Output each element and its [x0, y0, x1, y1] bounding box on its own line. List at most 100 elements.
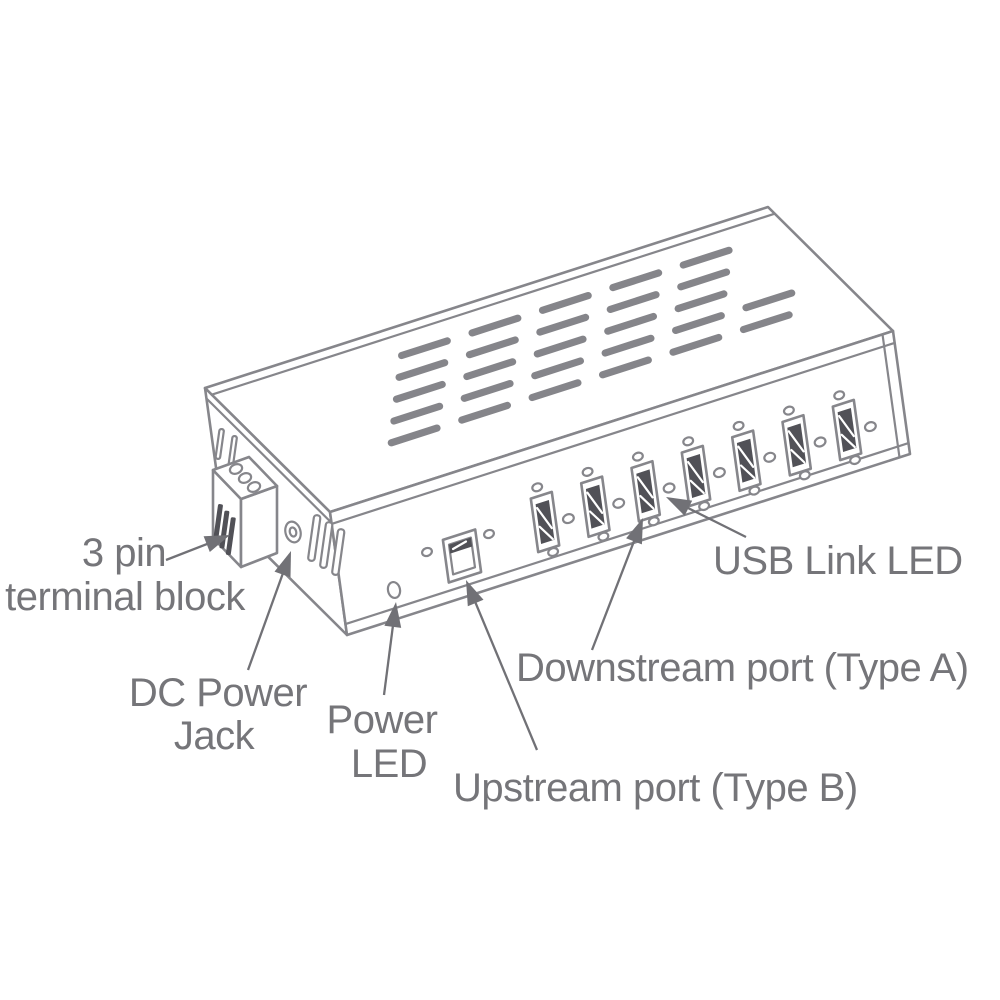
screw-hole: [531, 482, 544, 493]
side-vent-slot: [307, 514, 322, 562]
arrowhead-icon: [384, 602, 402, 628]
vent-slot: [669, 333, 723, 356]
usb-type-a-port: [730, 420, 777, 496]
vent-slot: [598, 356, 652, 379]
terminal-wire-slot: [225, 517, 236, 556]
vent-slot: [395, 359, 449, 381]
left-face-details: [211, 427, 346, 576]
vent-slot: [387, 424, 441, 447]
usb-type-b-hatch: [451, 540, 468, 551]
leader-arrows: [165, 497, 747, 751]
vent-slot: [390, 402, 444, 425]
downstream-port-label: Downstream port (Type A): [516, 646, 969, 690]
arrowhead-icon: [466, 580, 484, 607]
usb-link-led-label: USB Link LED: [713, 539, 963, 583]
terminal-pin-hole: [228, 463, 244, 475]
side-vent-slot: [214, 427, 225, 460]
upstream-port-label: Upstream port (Type B): [453, 766, 858, 810]
usb-type-a-port: [579, 466, 626, 542]
usb-link-led-hole: [712, 467, 726, 479]
dc-power-jack-label-line2: Jack: [174, 714, 256, 758]
power-led-arrow: [382, 602, 402, 696]
screw-hole: [483, 528, 495, 540]
front-face-details: [386, 390, 877, 600]
usb-type-b-outer: [441, 528, 483, 584]
usb-type-a-hatch: [838, 414, 856, 449]
vent-slot: [392, 380, 446, 403]
usb-type-a-port: [831, 390, 877, 466]
labels: 3 pin terminal block DC Power Jack Power…: [5, 531, 969, 810]
usb-type-a-hatch: [787, 430, 806, 464]
terminal-pin-hole: [246, 481, 262, 493]
vent-slot: [398, 337, 451, 360]
vent-slot: [674, 290, 728, 313]
usb-type-a-ports: [529, 390, 877, 558]
usb-type-a-hatch: [636, 476, 655, 510]
vent-slot: [528, 379, 582, 402]
vent-slot: [538, 292, 592, 314]
usb-link-led-hole: [612, 497, 626, 509]
enclosure-fold-lines: [205, 212, 910, 626]
top-vent-slots: [387, 246, 796, 447]
vent-slot: [531, 357, 585, 380]
vent-slot: [465, 336, 519, 359]
usb-link-led-hole: [813, 436, 827, 448]
screw-hole: [581, 466, 594, 477]
usb-link-led-hole: [662, 482, 676, 494]
terminal-block-label-line1: 3 pin: [82, 531, 166, 575]
arrowhead-icon: [274, 551, 291, 578]
terminal-pin-holes: [228, 463, 262, 493]
screw-hole: [631, 451, 644, 462]
vent-slot: [606, 291, 660, 313]
vent-slot: [468, 314, 522, 337]
dc-power-jack-label-line1: DC Power: [129, 671, 307, 715]
terminal-block: [211, 455, 279, 569]
usb-type-b-port: [421, 528, 495, 584]
vent-slot: [671, 312, 725, 334]
screw-hole: [833, 390, 846, 401]
usb-link-led-hole: [763, 451, 777, 463]
usb-type-a-hatch: [737, 445, 756, 479]
dc-power-jack-arrow: [246, 551, 291, 671]
upstream-port-arrow: [466, 580, 539, 751]
screw-hole: [682, 436, 695, 447]
leader-line: [590, 526, 641, 651]
usb-type-a-port: [781, 405, 827, 481]
vent-slot: [679, 246, 733, 269]
arrowhead-icon: [203, 535, 230, 552]
vent-slot: [609, 269, 663, 292]
vent-slot: [601, 334, 655, 357]
power-led-hole: [386, 580, 402, 600]
vent-slot: [604, 312, 658, 335]
usb-type-a-hatch: [687, 460, 705, 495]
screw-hole: [782, 405, 795, 416]
usb-link-led-arrow: [666, 497, 747, 539]
vent-slot: [533, 335, 587, 358]
power-led-label-line1: Power: [327, 698, 438, 742]
arrowhead-icon: [666, 497, 693, 516]
vent-slot: [458, 401, 511, 424]
vent-slot: [739, 311, 793, 334]
usb-type-a-port: [529, 482, 575, 558]
usb-type-a-port: [630, 451, 676, 527]
terminal-wire-slot: [213, 504, 223, 542]
downstream-port-arrow: [590, 518, 643, 651]
usb-link-led-hole: [863, 421, 877, 433]
power-led-label-line2: LED: [351, 742, 427, 786]
screw-hole: [732, 420, 745, 431]
vent-slot: [463, 358, 517, 381]
usb-type-a-hatch: [586, 491, 605, 525]
leader-line: [468, 588, 539, 751]
vent-slot: [677, 268, 731, 291]
usb-link-led-hole: [561, 513, 575, 525]
side-vent-slot: [319, 521, 334, 569]
usb-type-a-port: [680, 436, 726, 512]
terminal-pin-hole: [237, 472, 253, 484]
terminal-block-arrow: [165, 535, 230, 562]
screw-hole: [421, 546, 433, 558]
leader-line: [246, 560, 289, 671]
vent-slot: [742, 289, 796, 312]
vent-slot: [460, 380, 514, 402]
